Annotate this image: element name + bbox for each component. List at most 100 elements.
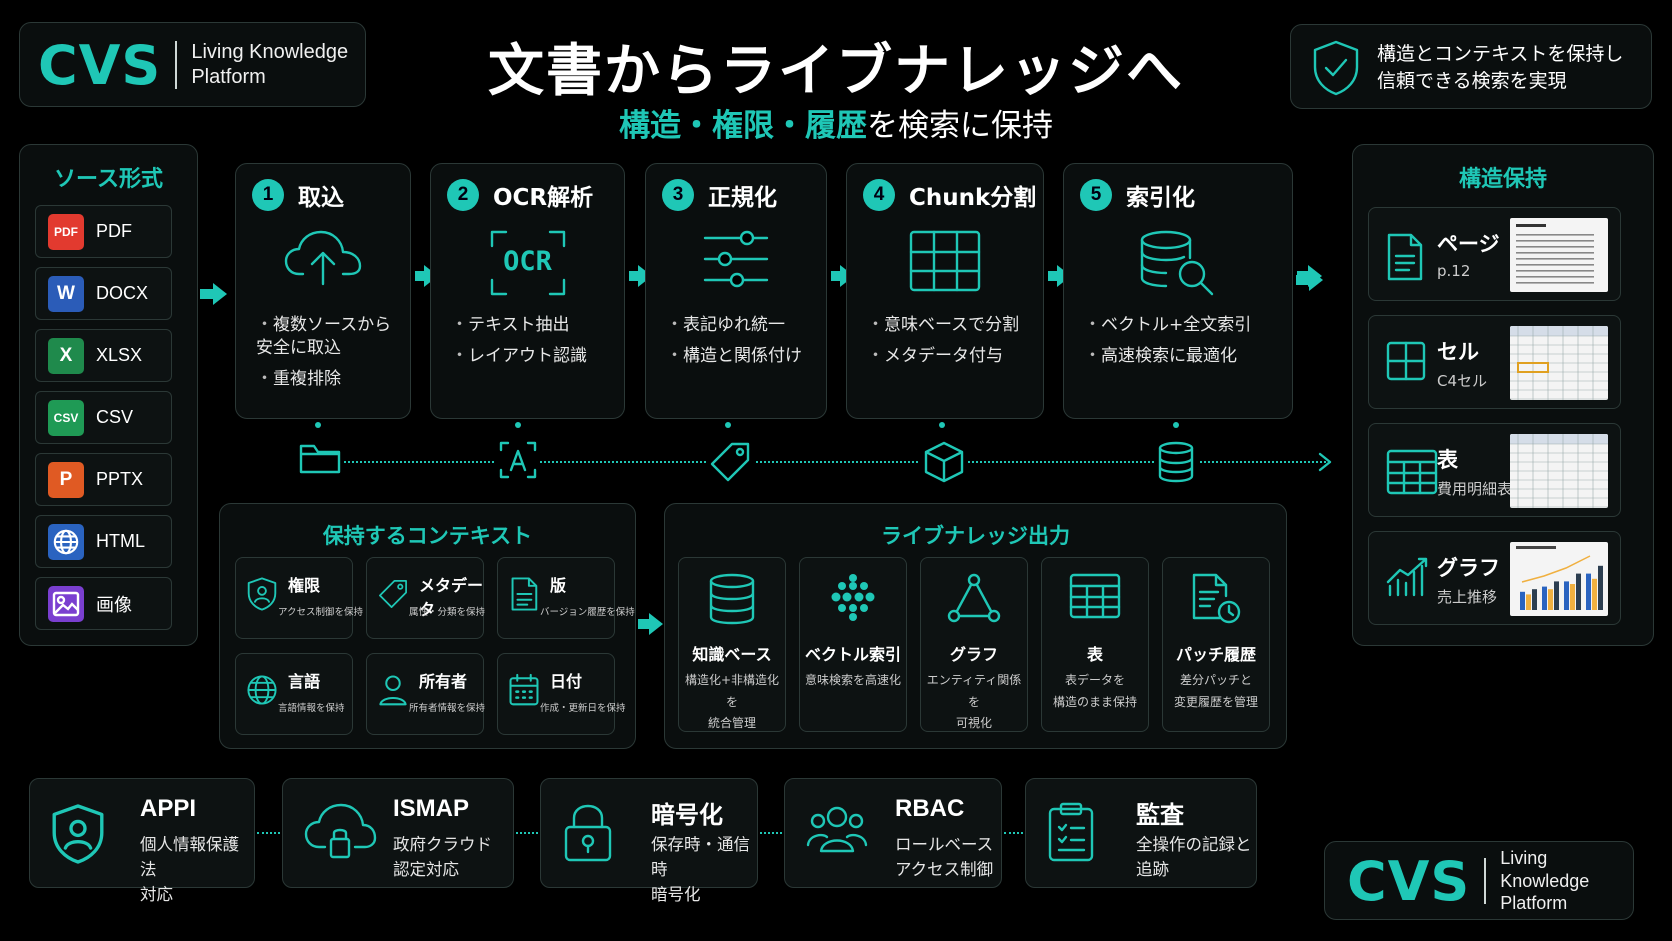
structure-card-sub: 費用明細表 xyxy=(1437,480,1513,498)
compliance-connector xyxy=(257,832,280,834)
arrow-stem xyxy=(415,271,425,281)
connector-dot xyxy=(315,422,321,428)
compliance-sub: 個人情報保護法 対応 xyxy=(140,835,239,904)
step-card-3: 3正規化表記ゆれ統一構造と関係付け xyxy=(645,163,827,419)
output-card-title: 表 xyxy=(1086,645,1103,664)
trust-badge: 構造とコンテキストを保持し 信頼できる検索を実現 xyxy=(1290,24,1652,109)
output-card-title: ベクトル索引 xyxy=(804,645,901,664)
step-title: Chunk分割 xyxy=(909,185,1037,211)
output-card: グラフエンティティ関係を可視化 xyxy=(920,557,1028,732)
logo-brand: CVS xyxy=(38,33,162,97)
step-bullets: 意味ベースで分割メタデータ付与 xyxy=(867,314,1035,376)
step-title: 正規化 xyxy=(708,185,777,211)
output-card-sub-line2: 変更履歴を管理 xyxy=(1173,694,1258,709)
arrow-right-icon xyxy=(1309,269,1323,291)
step-bullets: ベクトル+全文索引高速検索に最適化 xyxy=(1084,314,1284,376)
shield-check-icon xyxy=(1311,39,1361,97)
csv-icon: CSV xyxy=(48,399,84,436)
ocr-scan-icon: OCR xyxy=(431,228,624,298)
step-card-4: 4Chunk分割意味ベースで分割メタデータ付与 xyxy=(846,163,1044,419)
cell-grid-icon xyxy=(1385,340,1427,382)
step-bullet: メタデータ付与 xyxy=(867,345,1035,368)
context-card-title: メタデータ xyxy=(419,576,484,619)
compliance-card-監査: 監査全操作の記録と 追跡 xyxy=(1025,778,1257,888)
structure-card-title: セル xyxy=(1437,340,1479,364)
source-formats-title: ソース形式 xyxy=(54,167,163,192)
output-card: パッチ履歴差分パッチと変更履歴を管理 xyxy=(1162,557,1270,732)
shield-user-icon xyxy=(50,801,106,867)
page-subtitle: 構造・権限・履歴を検索に保持 xyxy=(0,100,1672,145)
ocr-icon-text: OCR xyxy=(503,246,552,277)
footer-logo-separator xyxy=(1484,858,1487,904)
output-card-sub-line2: 統合管理 xyxy=(707,716,756,731)
subtitle-structure: 構造 xyxy=(619,108,681,144)
word-icon: W xyxy=(48,275,84,312)
trust-badge-line1: 構造とコンテキストを保持し xyxy=(1377,43,1624,65)
context-card-title: 日付 xyxy=(550,672,583,691)
footer-logo-tagline: Living Knowledge Platform xyxy=(1500,847,1633,915)
compliance-sub: 保存時・通信時 暗号化 xyxy=(651,835,750,904)
subtitle-sep1: ・ xyxy=(681,108,712,144)
pipeline-folder-icon xyxy=(296,440,344,476)
step-bullet: 複数ソースから 安全に取込 xyxy=(256,314,402,360)
footer-logo-line2: Platform xyxy=(1500,893,1568,914)
arrow-stem xyxy=(831,271,841,281)
source-icon-glyph: CSV xyxy=(53,410,79,425)
compliance-title: 暗号化 xyxy=(651,802,723,829)
step-number: 1 xyxy=(252,179,284,211)
trust-badge-text: 構造とコンテキストを保持し 信頼できる検索を実現 xyxy=(1377,41,1623,94)
grid-icon xyxy=(847,228,1043,294)
output-card-sub: 差分パッチと変更履歴を管理 xyxy=(1165,670,1267,713)
step-bullets: 表記ゆれ統一構造と関係付け xyxy=(666,314,818,376)
source-label: HTML xyxy=(96,531,145,551)
source-item-csv: CSV CSV xyxy=(35,391,172,444)
compliance-sub: ロールベース アクセス制御 xyxy=(895,835,994,879)
context-card-sub: バージョン履歴を保持 xyxy=(540,607,635,618)
tag-icon xyxy=(377,576,409,612)
pipeline-arrow-icon xyxy=(1318,452,1332,472)
logo-line1: Living Knowledge xyxy=(191,41,349,63)
source-icon-glyph: X xyxy=(59,344,73,366)
output-card: 知識ベース構造化+非構造化を統合管理 xyxy=(678,557,786,732)
context-card: 言語言語情報を保持 xyxy=(235,653,353,735)
source-label: CSV xyxy=(96,407,134,427)
powerpoint-icon: P xyxy=(48,461,84,498)
shield-user-icon xyxy=(246,576,278,612)
step-card-1: 1取込複数ソースから 安全に取込重複排除 xyxy=(235,163,411,419)
subtitle-rest: を検索に保持 xyxy=(867,108,1053,144)
context-card-title: 版 xyxy=(550,576,567,595)
structure-card-sub: p.12 xyxy=(1437,262,1471,280)
step-title: 索引化 xyxy=(1126,185,1195,211)
output-card-sub-line1: 意味検索を高速化 xyxy=(804,673,901,687)
structure-thumbnail-chart xyxy=(1510,542,1608,616)
source-label: 画像 xyxy=(96,594,132,615)
logo-tagline: Living Knowledge Platform xyxy=(191,40,348,90)
database-icon xyxy=(679,572,785,626)
step-bullet: レイアウト認識 xyxy=(451,345,616,368)
output-card: 表表データを構造のまま保持 xyxy=(1041,557,1149,732)
cloud-lock-icon xyxy=(303,801,377,863)
structure-thumbnail-table xyxy=(1510,434,1608,508)
table-icon xyxy=(1042,572,1148,620)
user-icon xyxy=(377,672,409,708)
structure-card: グラフ売上推移 xyxy=(1368,531,1621,625)
subtitle-sep2: ・ xyxy=(774,108,805,144)
output-card-sub-line1: エンティティ関係を xyxy=(926,673,1022,709)
compliance-title: ISMAP xyxy=(393,795,470,822)
bar-chart-icon xyxy=(1385,556,1431,598)
compliance-connector xyxy=(760,832,782,834)
excel-icon: X xyxy=(48,337,84,374)
context-card: 権限アクセス制御を保持 xyxy=(235,557,363,639)
output-card-sub: 表データを構造のまま保持 xyxy=(1044,670,1146,713)
pipeline-line xyxy=(316,461,1326,463)
connector-dot xyxy=(1173,422,1179,428)
source-icon-glyph: P xyxy=(59,468,73,490)
pipeline-database-icon xyxy=(1154,440,1198,484)
